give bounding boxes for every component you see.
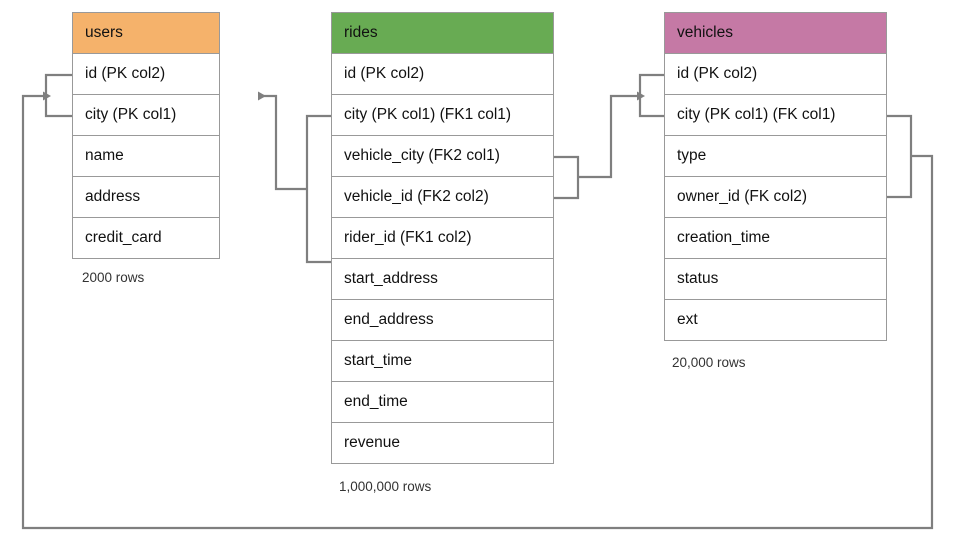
- table-vehicles-column-ext[interactable]: ext: [664, 300, 887, 341]
- table-rides-column-start-address[interactable]: start_address: [331, 259, 554, 300]
- table-rides-column-rider-id[interactable]: rider_id (FK1 col2): [331, 218, 554, 259]
- table-vehicles-header: vehicles: [664, 12, 887, 54]
- table-rides-column-id[interactable]: id (PK col2): [331, 54, 554, 95]
- table-users-column-address[interactable]: address: [72, 177, 220, 218]
- table-rides-column-city[interactable]: city (PK col1) (FK1 col1): [331, 95, 554, 136]
- rides-to-users-line: [258, 91, 307, 191]
- table-rides-column-end-address[interactable]: end_address: [331, 300, 554, 341]
- table-vehicles-row-count: 20,000 rows: [672, 355, 746, 370]
- vehicles-to-users-line: [21, 91, 934, 530]
- users-fk-bracket: [44, 73, 72, 118]
- table-rides-column-start-time[interactable]: start_time: [331, 341, 554, 382]
- rides-to-vehicles-line: [578, 91, 645, 179]
- table-vehicles[interactable]: vehicles id (PK col2) city (PK col1) (FK…: [664, 12, 887, 341]
- table-users-column-credit-card[interactable]: credit_card: [72, 218, 220, 259]
- table-users-header: users: [72, 12, 220, 54]
- table-users-column-city[interactable]: city (PK col1): [72, 95, 220, 136]
- table-rides-column-vehicle-city[interactable]: vehicle_city (FK2 col1): [331, 136, 554, 177]
- table-vehicles-column-owner-id[interactable]: owner_id (FK col2): [664, 177, 887, 218]
- table-users-column-id[interactable]: id (PK col2): [72, 54, 220, 95]
- table-users-row-count: 2000 rows: [82, 270, 145, 285]
- vehicles-to-users-bracket: [887, 114, 913, 199]
- table-rides-column-vehicle-id[interactable]: vehicle_id (FK2 col2): [331, 177, 554, 218]
- table-vehicles-column-type[interactable]: type: [664, 136, 887, 177]
- table-vehicles-column-status[interactable]: status: [664, 259, 887, 300]
- table-rides-header: rides: [331, 12, 554, 54]
- table-users-column-name[interactable]: name: [72, 136, 220, 177]
- vehicles-fk-bracket: [638, 73, 664, 118]
- table-rides-column-revenue[interactable]: revenue: [331, 423, 554, 464]
- rides-to-users-bracket: [305, 114, 331, 264]
- table-vehicles-column-id[interactable]: id (PK col2): [664, 54, 887, 95]
- table-rides-row-count: 1,000,000 rows: [339, 479, 432, 494]
- table-vehicles-column-city[interactable]: city (PK col1) (FK col1): [664, 95, 887, 136]
- table-vehicles-column-creation-time[interactable]: creation_time: [664, 218, 887, 259]
- table-users[interactable]: users id (PK col2) city (PK col1) name a…: [72, 12, 220, 259]
- table-rides[interactable]: rides id (PK col2) city (PK col1) (FK1 c…: [331, 12, 554, 464]
- table-rides-column-end-time[interactable]: end_time: [331, 382, 554, 423]
- rides-to-vehicles-bracket: [554, 155, 580, 200]
